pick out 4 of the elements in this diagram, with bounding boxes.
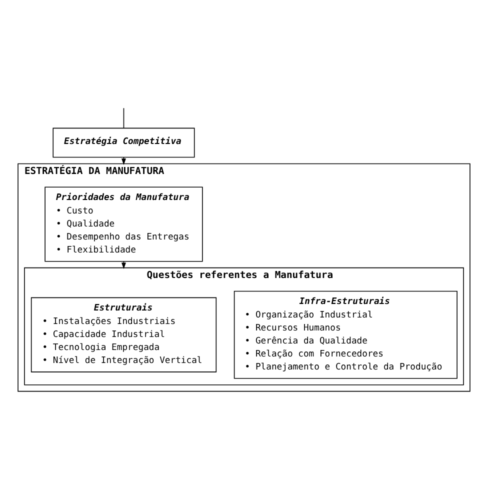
node-box: Infra-Estruturais • Organização Industrial • Recursos Humanos • Gerência da Qualidade • Relação com Fornecedores • Planejamento e Controle da Produção (234, 290, 458, 378)
node-box: Prioridades da Manufatura • Custo • Qualidade • Desempenho das Entregas • Flexibilidade (44, 186, 203, 262)
node-box: Estruturais • Instalações Industriais • Capacidade Industrial • Tecnologia Empregada • Nível de Integração Vertical (30, 296, 217, 372)
connector (123, 107, 124, 128)
